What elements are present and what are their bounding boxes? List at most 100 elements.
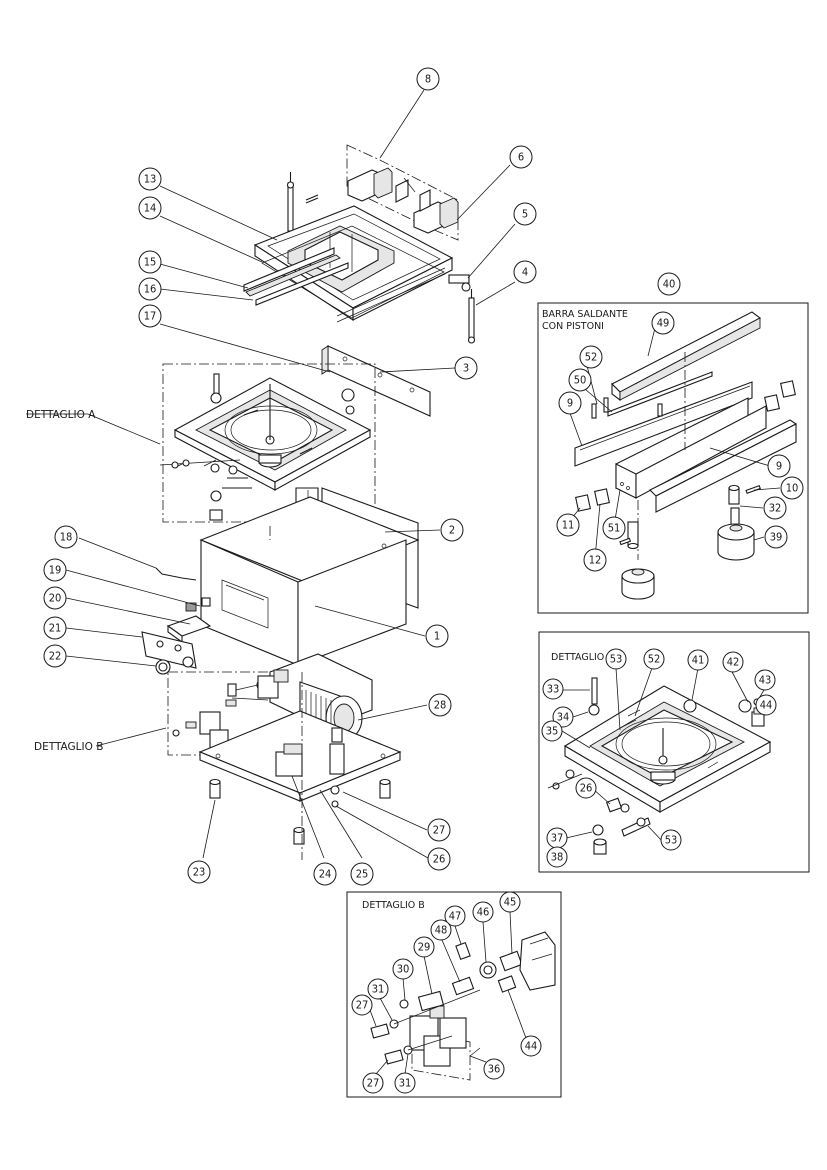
callout: 12: [583, 548, 607, 572]
callout: 17: [138, 304, 162, 328]
svg-text:25: 25: [356, 868, 369, 881]
pistons: [619, 484, 761, 600]
callout: 9: [558, 391, 582, 415]
part-callouts: 8 6 5 4 13 14 15 16 17 3 2 18 19 20 21 2…: [43, 67, 804, 1094]
callout: 49: [651, 311, 675, 335]
callout: 6: [509, 145, 533, 169]
svg-text:41: 41: [692, 654, 705, 667]
callout: 13: [138, 167, 162, 191]
callout: 33: [542, 678, 564, 700]
callout: 24: [313, 862, 337, 886]
gas-spring-left: [286, 172, 319, 232]
control-panel-parts: [141, 602, 212, 675]
svg-text:21: 21: [49, 622, 62, 635]
svg-text:45: 45: [504, 896, 517, 909]
support-bracket: [321, 345, 431, 417]
svg-text:32: 32: [769, 502, 782, 515]
svg-text:15: 15: [144, 256, 157, 269]
callout: 51: [602, 516, 626, 540]
base-plate: [198, 710, 402, 808]
detail-b-box: [346, 891, 562, 1098]
callout: 3: [454, 356, 478, 380]
svg-text:48: 48: [435, 924, 448, 937]
callout: 47: [444, 905, 466, 927]
callout: 25: [350, 862, 374, 886]
svg-text:43: 43: [759, 674, 772, 687]
svg-text:1: 1: [434, 630, 440, 643]
svg-text:52: 52: [648, 653, 661, 666]
callout: 53: [660, 829, 682, 851]
callout: 9: [767, 454, 791, 478]
callout: 50: [568, 368, 592, 392]
svg-text:49: 49: [657, 317, 670, 330]
svg-text:40: 40: [663, 278, 676, 291]
svg-text:4: 4: [522, 266, 528, 279]
svg-text:27: 27: [356, 999, 369, 1012]
callout: 52: [579, 345, 603, 369]
sealing-bar-detail: [537, 302, 809, 614]
svg-text:53: 53: [610, 653, 623, 666]
callout: 46: [472, 901, 494, 923]
svg-text:35: 35: [546, 725, 559, 738]
callout: 41: [687, 649, 709, 671]
svg-text:11: 11: [562, 519, 575, 532]
callout: 8: [416, 67, 440, 91]
callout: 15: [138, 250, 162, 274]
gas-spring-right: [467, 289, 476, 344]
callout: 30: [392, 958, 414, 980]
hinge-brackets: [347, 167, 459, 234]
svg-text:17: 17: [144, 310, 157, 323]
callout: 4: [513, 260, 537, 284]
svg-text:19: 19: [49, 564, 62, 577]
callout: 39: [764, 525, 788, 549]
callout: 45: [499, 891, 521, 913]
callout: 32: [763, 496, 787, 520]
svg-text:24: 24: [319, 868, 332, 881]
svg-text:37: 37: [551, 832, 564, 845]
callout: 36: [483, 1058, 505, 1080]
svg-text:12: 12: [589, 554, 602, 567]
svg-text:31: 31: [399, 1077, 412, 1090]
callout: 23: [187, 860, 211, 884]
callout: 27: [427, 818, 451, 842]
svg-text:26: 26: [580, 782, 593, 795]
svg-text:42: 42: [727, 656, 740, 669]
label-barra-line1: BARRA SALDANTE: [542, 309, 628, 320]
callout: 2: [440, 518, 464, 542]
callout: 37: [546, 827, 568, 849]
svg-text:6: 6: [518, 151, 524, 164]
callout: 40: [657, 272, 681, 296]
label-dettaglio-a-main: DETTAGLIO A: [26, 409, 96, 421]
callout: 27: [362, 1072, 384, 1094]
svg-text:39: 39: [770, 531, 783, 544]
svg-text:5: 5: [522, 208, 528, 221]
wire: [155, 567, 197, 581]
callout: 26: [427, 847, 451, 871]
svg-text:9: 9: [776, 460, 782, 473]
svg-text:8: 8: [425, 73, 431, 86]
svg-text:27: 27: [367, 1077, 380, 1090]
label-dettaglio-b-box: DETTAGLIO B: [362, 900, 425, 911]
main-assembly: [141, 144, 476, 860]
svg-text:23: 23: [193, 866, 206, 879]
callout: 42: [722, 651, 744, 673]
callout: 35: [541, 720, 563, 742]
svg-text:33: 33: [547, 683, 560, 696]
callout: 34: [552, 706, 574, 728]
callout: 5: [513, 202, 537, 226]
callout: 1: [425, 624, 449, 648]
svg-text:36: 36: [488, 1063, 501, 1076]
label-dettaglio-b-main: DETTAGLIO B: [34, 741, 103, 753]
svg-text:2: 2: [449, 524, 455, 537]
vacuum-chamber-tray: [159, 373, 372, 531]
pivot-pin: [448, 274, 471, 292]
callout: 44: [520, 1035, 542, 1057]
label-dettaglio-a-box: DETTAGLIO A: [551, 652, 614, 663]
svg-text:18: 18: [60, 531, 73, 544]
callout: 10: [780, 476, 804, 500]
svg-text:3: 3: [463, 362, 469, 375]
svg-text:20: 20: [49, 592, 62, 605]
callout: 52: [643, 648, 665, 670]
svg-text:22: 22: [49, 650, 62, 663]
